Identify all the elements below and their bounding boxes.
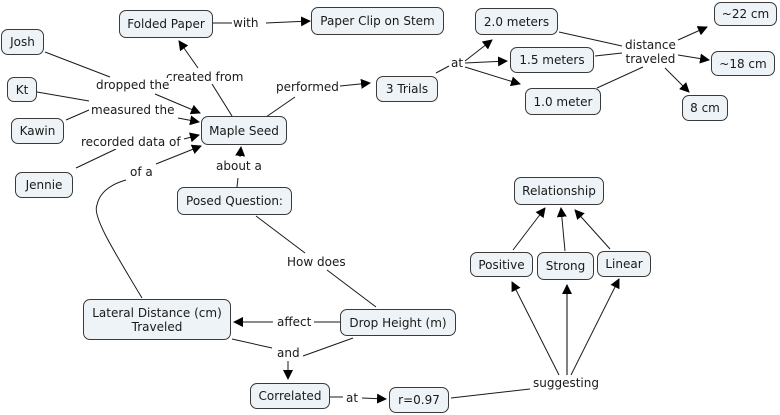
arrow-performed-trials xyxy=(339,78,371,89)
line-kt-measured xyxy=(36,91,90,102)
line-trials-at xyxy=(435,65,450,74)
line-seed-createdfrom xyxy=(211,83,233,117)
node-two-meters[interactable]: 2.0 meters xyxy=(475,8,558,35)
node-one-five-meters[interactable]: 1.5 meters xyxy=(510,47,594,73)
node-kawin[interactable]: Kawin xyxy=(11,118,64,144)
link-distance-traveled[interactable]: distance traveled xyxy=(624,38,677,66)
link-dropped-the[interactable]: dropped the xyxy=(95,78,171,92)
arrow-linear-relationship xyxy=(574,209,611,250)
node-strong[interactable]: Strong xyxy=(537,252,594,280)
arrow-distance-8 xyxy=(664,67,690,93)
line-drop-and xyxy=(302,337,354,357)
link-of-a[interactable]: of a xyxy=(129,165,154,179)
node-three-trials[interactable]: 3 Trials xyxy=(376,76,438,102)
node-lateral-distance[interactable]: Lateral Distance (cm) Traveled xyxy=(83,299,231,340)
curve-lateral-ofa xyxy=(95,179,143,299)
arrow-at-15m xyxy=(464,56,508,67)
arrow-at-2m xyxy=(464,39,493,62)
node-dist-18[interactable]: ~18 cm xyxy=(711,51,775,76)
node-r-value[interactable]: r=0.97 xyxy=(389,387,449,413)
line-2m-distance xyxy=(558,31,623,47)
link-created-from[interactable]: created from xyxy=(165,70,245,84)
node-josh[interactable]: Josh xyxy=(1,29,44,55)
arrow-dropped-seed xyxy=(154,93,201,115)
node-folded-paper[interactable]: Folded Paper xyxy=(119,10,213,38)
arrow-positive-relationship xyxy=(512,207,546,251)
node-paper-clip[interactable]: Paper Clip on Stem xyxy=(311,7,444,35)
arrow-distance-18 xyxy=(677,53,710,64)
link-affect[interactable]: affect xyxy=(276,315,313,329)
node-dist-22[interactable]: ~22 cm xyxy=(714,2,777,26)
link-about-a[interactable]: about a xyxy=(215,159,263,173)
line-howdoes-drop xyxy=(326,269,377,308)
line-josh-dropped xyxy=(44,51,111,78)
link-with[interactable]: with xyxy=(232,16,260,30)
line-seed-performed xyxy=(265,96,296,118)
arrow-distance-22 xyxy=(677,26,708,41)
node-maple-seed[interactable]: Maple Seed xyxy=(201,116,287,145)
link-how-does[interactable]: How does xyxy=(286,255,347,269)
arrow-measured-seed xyxy=(177,115,200,126)
line-jennie-recorded xyxy=(75,148,117,169)
arrow-ofa-seed xyxy=(155,144,202,165)
arrow-with-paperclip xyxy=(265,16,311,27)
node-jennie[interactable]: Jennie xyxy=(15,172,73,198)
arrow-createdfrom-folded xyxy=(178,40,199,69)
link-suggesting[interactable]: suggesting xyxy=(532,376,600,390)
node-relationship[interactable]: Relationship xyxy=(514,177,604,205)
link-recorded-data-of[interactable]: recorded data of xyxy=(80,135,182,149)
arrow-about-seed xyxy=(235,146,246,158)
arrow-at-r xyxy=(361,393,387,404)
arrow-strong-relationship xyxy=(556,207,567,252)
link-and[interactable]: and xyxy=(276,346,301,360)
node-linear[interactable]: Linear xyxy=(597,251,651,277)
arrow-suggesting-linear xyxy=(570,278,620,376)
node-kt[interactable]: Kt xyxy=(7,77,37,102)
link-at-trials[interactable]: at xyxy=(450,56,465,70)
link-at-correlated[interactable]: at xyxy=(345,391,360,405)
line-1m-distance xyxy=(596,66,644,89)
node-drop-height[interactable]: Drop Height (m) xyxy=(340,309,456,336)
link-measured-the[interactable]: measured the xyxy=(90,103,176,117)
line-lateral-and xyxy=(231,338,273,349)
arrow-recorded-seed xyxy=(183,132,200,143)
link-performed[interactable]: performed xyxy=(275,80,340,94)
node-correlated[interactable]: Correlated xyxy=(250,383,330,409)
line-posed-howdoes xyxy=(255,215,306,254)
node-positive[interactable]: Positive xyxy=(470,252,533,277)
node-posed-question[interactable]: Posed Question: xyxy=(177,187,292,215)
line-posed-about xyxy=(236,177,239,188)
arrow-at-1m xyxy=(464,66,521,87)
line-r-suggesting xyxy=(450,388,531,399)
line-kawin-measured xyxy=(65,109,90,121)
node-one-meter[interactable]: 1.0 meter xyxy=(525,88,601,115)
line-15m-distance xyxy=(594,52,623,57)
arrow-suggesting-positive xyxy=(511,281,560,376)
node-dist-8[interactable]: 8 cm xyxy=(682,95,728,121)
